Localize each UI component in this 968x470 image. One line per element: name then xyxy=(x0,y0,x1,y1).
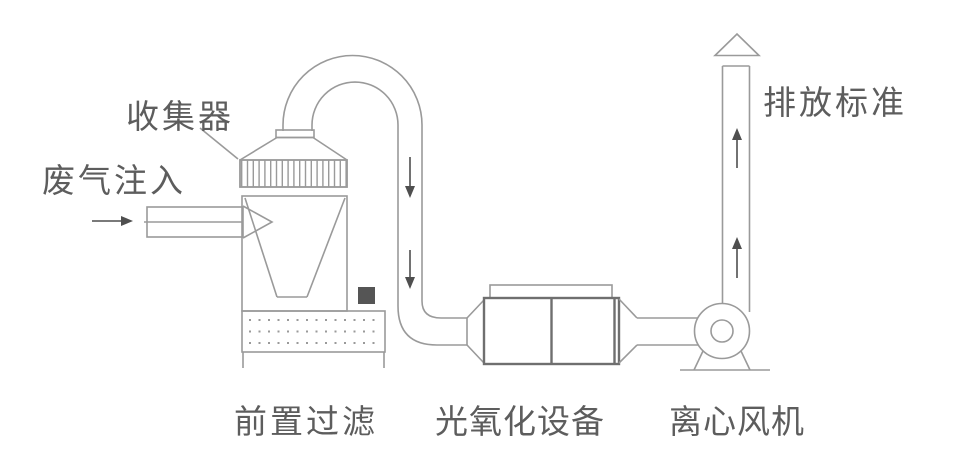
filter-base xyxy=(241,310,386,368)
collector-label: 收集器 xyxy=(126,98,234,135)
pre-filter-label: 前置过滤 xyxy=(234,403,378,440)
centrifugal-fan-label: 离心风机 xyxy=(669,403,805,440)
photo-oxidation-unit xyxy=(482,284,638,366)
centrifugal-fan xyxy=(680,302,770,371)
arch-duct xyxy=(282,54,485,364)
photo-oxidation-label: 光氧化设备 xyxy=(435,403,605,440)
down-arrow-icon xyxy=(405,250,415,289)
up-arrow-icon xyxy=(732,237,742,278)
emission-standard-label: 排放标准 xyxy=(763,84,907,121)
collector-leader-line xyxy=(199,127,239,160)
waste-gas-inlet-label: 废气注入 xyxy=(42,162,186,199)
up-arrow-icon xyxy=(732,128,742,168)
exhaust-stack xyxy=(713,32,761,312)
indicator-square xyxy=(358,287,375,304)
inlet-duct xyxy=(144,205,274,239)
inlet-flow-arrow-icon xyxy=(92,216,133,226)
down-arrow-icon xyxy=(405,157,415,198)
collector-hood xyxy=(239,129,348,188)
fan-inlet-duct xyxy=(637,317,698,346)
